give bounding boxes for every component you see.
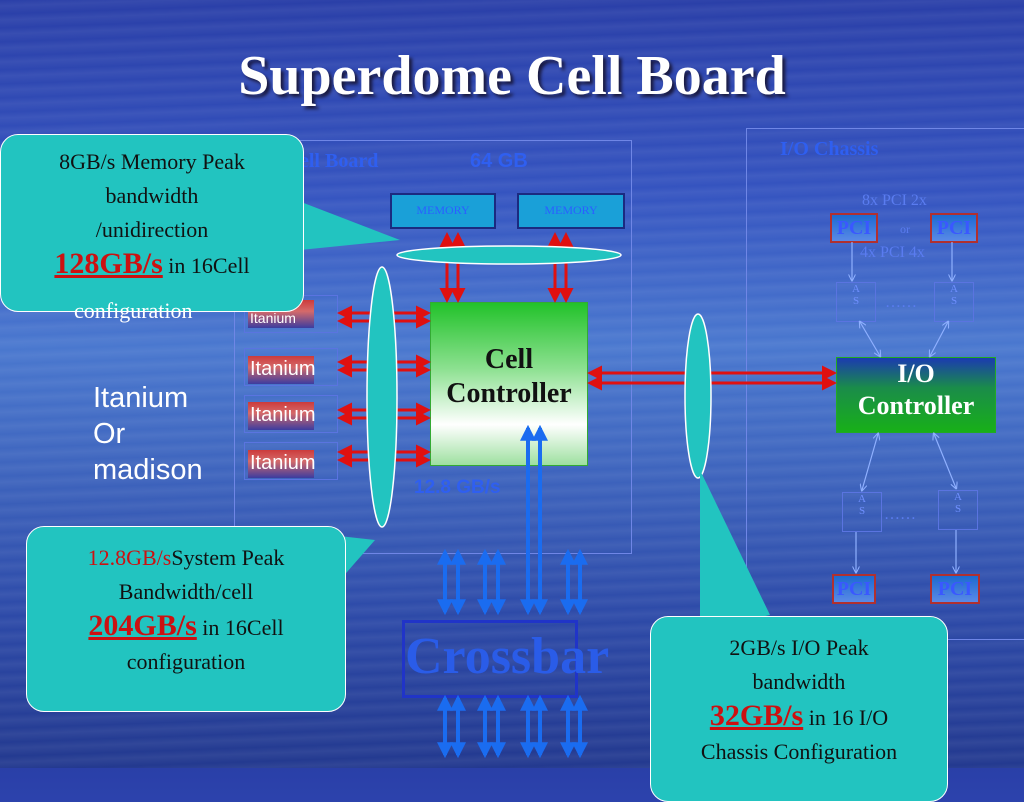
itanium-chip-4: Itanium — [248, 450, 316, 478]
system-callout-red: 12.8GB/s — [87, 545, 172, 570]
io-bandwidth-callout: 2GB/s I/O Peak bandwidth 32GB/s in 16 I/… — [650, 616, 948, 802]
pci-slot-2: PCI — [930, 213, 978, 243]
asic-dots-top: …… — [885, 294, 917, 311]
asic-dots-bottom: …… — [884, 506, 916, 523]
io-controller-line2: Controller — [857, 391, 975, 420]
side-text-line2: Or — [93, 418, 126, 450]
cpu-bus-ellipse — [366, 266, 398, 528]
memory-block-1: MEMORY — [390, 193, 496, 229]
ioc-asic3-link — [862, 434, 878, 490]
io-callout-tail — [700, 470, 770, 630]
cell-rate-label: 12.8 GB/s — [414, 477, 501, 498]
cell-board-size: 64 GB — [470, 150, 528, 172]
crossbar-label: Crossbar — [405, 628, 610, 685]
pci-slot-3: PCI — [832, 574, 876, 604]
itanium-chip-3: Itanium — [248, 402, 316, 430]
memory-callout-line1: 8GB/s Memory Peak — [59, 149, 245, 174]
cell-controller-line2: Controller — [446, 378, 572, 409]
itanium-chip-2: Itanium — [248, 356, 316, 384]
cell-controller: Cell Controller — [430, 302, 588, 466]
memory-callout-tail-text: in 16Cell — [162, 253, 250, 278]
cell-board-panel — [234, 140, 632, 554]
side-text-line3: madison — [93, 454, 203, 486]
pci-slot-4: PCI — [930, 574, 980, 604]
system-callout-line4: configuration — [126, 649, 246, 674]
io-callout-line4: Chassis Configuration — [700, 739, 898, 764]
io-callout-big: 32GB/s — [709, 699, 804, 732]
pci-top-text: 8x PCI 2x — [862, 192, 927, 209]
io-callout-tail-text: in 16 I/O — [803, 705, 889, 730]
io-controller-line1: I/O — [897, 359, 935, 388]
system-callout-line1: System Peak — [171, 545, 285, 570]
slide-title: Superdome Cell Board — [238, 45, 786, 107]
crossbar-box: Crossbar — [402, 620, 609, 698]
connection-arrows — [270, 190, 1024, 759]
system-callout-line2: Bandwidth/cell — [118, 579, 254, 604]
io-controller: I/O Controller — [836, 357, 996, 433]
system-callout-tail-text: in 16Cell — [196, 615, 284, 640]
asic1-ioc-link — [860, 322, 880, 356]
pci-or-text: or — [900, 222, 910, 236]
memory-bandwidth-callout: 8GB/s Memory Peak bandwidth /unidirectio… — [0, 134, 304, 312]
side-text-line1: Itanium — [93, 382, 189, 414]
side-text: Itanium Or madison — [93, 380, 203, 488]
io-bus-ellipse — [684, 313, 712, 479]
io-callout-line2: bandwidth — [752, 669, 846, 694]
pci-mid-text: 4x PCI 4x — [860, 244, 925, 261]
memory-callout-big: 128GB/s — [54, 247, 163, 280]
memory-callout-line5: configuration — [74, 298, 193, 323]
ioc-asic4-link — [934, 434, 956, 488]
memory-callout-line2: bandwidth — [105, 183, 199, 208]
io-callout-line1: 2GB/s I/O Peak — [729, 635, 869, 660]
system-bandwidth-callout: 12.8GB/sSystem Peak Bandwidth/cell 204GB… — [26, 526, 346, 712]
memory-callout-line3: /unidirection — [95, 217, 209, 242]
memory-block-2: MEMORY — [517, 193, 625, 229]
memory-bus-ellipse — [396, 245, 622, 265]
cell-controller-line1: Cell — [484, 344, 534, 375]
pci-slot-1: PCI — [830, 213, 878, 243]
io-chassis-label: I/O Chassis — [780, 138, 879, 160]
asic2-ioc-link — [930, 322, 948, 356]
system-callout-big: 204GB/s — [88, 609, 197, 642]
cell-board-label: ell Board — [300, 150, 379, 172]
